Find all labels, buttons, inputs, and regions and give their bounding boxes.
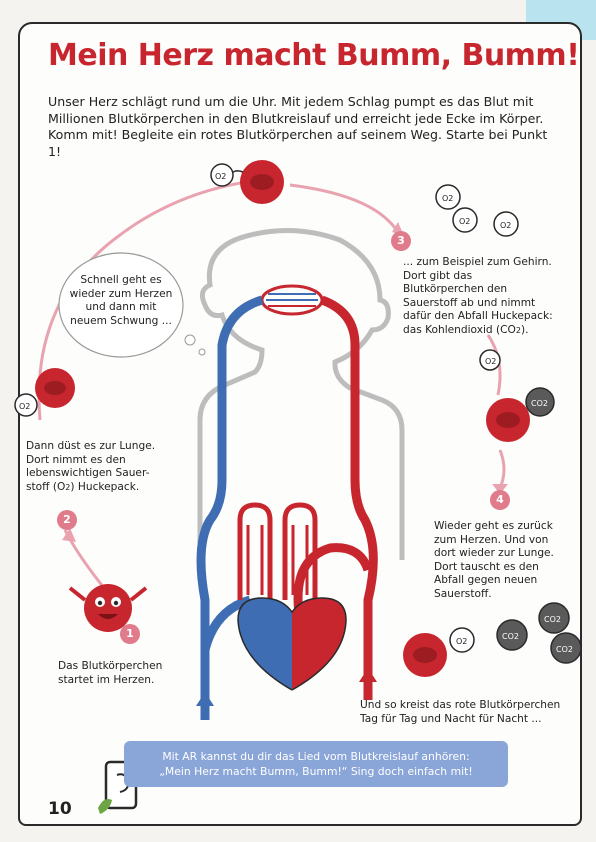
o2-molecule <box>452 207 478 233</box>
page-number: 10 <box>48 799 72 819</box>
step-marker-3: 3 <box>391 231 411 251</box>
co2-molecule <box>550 632 582 664</box>
artery-right <box>320 295 378 700</box>
blood-cell-bottom <box>403 627 475 677</box>
arrow-head-2 <box>62 528 76 542</box>
vein-arrow <box>196 692 214 706</box>
journey-path-3 <box>289 183 397 229</box>
o2-molecule <box>479 349 501 371</box>
blood-cell-top <box>210 160 284 204</box>
o2-label: O2 <box>19 402 31 411</box>
step2-text: Dann düst es zur Lunge. Dort nimmt es de… <box>26 440 156 493</box>
vein-lower <box>200 595 252 652</box>
o2-label: O2 <box>485 357 497 366</box>
blood-cell-co2 <box>486 387 555 442</box>
co2-label: CO2 <box>556 645 573 654</box>
arrow-head-4 <box>492 484 508 494</box>
journey-path-5 <box>498 449 506 489</box>
blood-cell-left <box>14 368 75 417</box>
artery-arch <box>293 543 373 621</box>
step4-text: Wieder geht es zurück zum Herzen. Und vo… <box>434 520 554 600</box>
bubble-text: Schnell geht es wieder zum Herzen und da… <box>69 274 173 327</box>
step-marker-4: 4 <box>490 490 510 510</box>
step1-text: Das Blutkörperchen startet im Herzen. <box>58 660 163 686</box>
thought-bubble <box>58 252 184 358</box>
o2-label: O2 <box>500 221 512 230</box>
journey-path-2 <box>37 178 261 421</box>
o2-molecule <box>435 184 461 210</box>
step-marker-2: 2 <box>57 510 77 530</box>
closing-text: Und so kreist das rote Blutkörperchen Ta… <box>360 699 561 725</box>
artery-arrow <box>359 668 377 682</box>
intro-paragraph: Unser Herz schlägt rund um die Uhr. Mit … <box>48 94 548 159</box>
co2-label: CO2 <box>502 632 519 641</box>
heart-left-half <box>292 598 346 690</box>
o2-label: O2 <box>442 194 454 203</box>
lung-left <box>237 502 273 600</box>
step-marker-1: 1 <box>120 624 140 644</box>
page-title: Mein Herz macht Bumm, Bumm! <box>48 38 580 73</box>
heart-right-half <box>238 598 292 690</box>
lung-right <box>282 502 318 600</box>
ar-hint-line2: „Mein Herz macht Bumm, Bumm!“ Sing doch … <box>159 765 473 778</box>
o2-label: O2 <box>215 172 227 181</box>
o2-label: O2 <box>456 637 468 646</box>
o2-label: O2 <box>459 217 471 226</box>
body-outline <box>197 227 405 560</box>
step3-text: ... zum Beispiel zum Gehirn. Dort gibt d… <box>403 256 553 336</box>
co2-label: CO2 <box>544 615 561 624</box>
happy-blood-cell <box>68 584 148 632</box>
ar-hint-banner[interactable]: Mit AR kannst du dir das Lied vom Blutkr… <box>124 741 508 787</box>
ar-hint-line1: Mit AR kannst du dir das Lied vom Blutkr… <box>162 750 470 763</box>
vein-left <box>196 295 264 720</box>
co2-molecule <box>538 602 570 634</box>
o2-molecule <box>493 211 519 237</box>
co2-label: CO2 <box>531 399 548 408</box>
co2-molecule <box>496 619 528 651</box>
